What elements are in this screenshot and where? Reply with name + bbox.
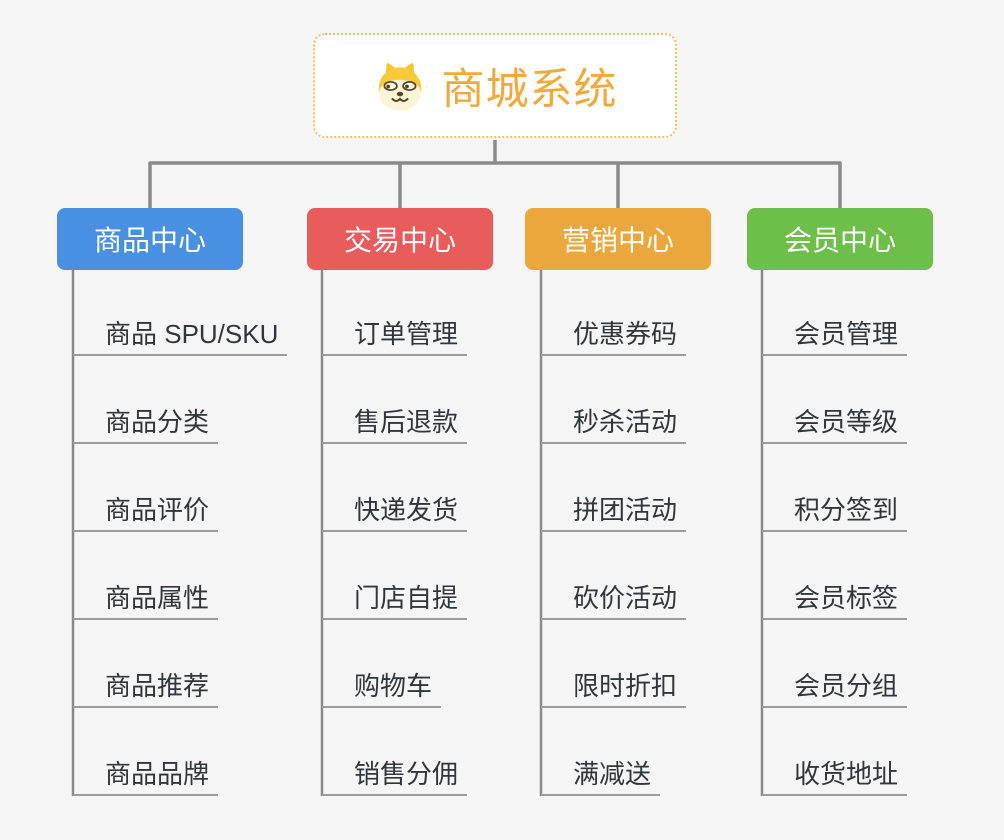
leaf-node[interactable]: 限时折扣 xyxy=(541,662,687,708)
branch-member-center[interactable]: 会员中心 xyxy=(747,208,933,270)
leaf-node[interactable]: 满减送 xyxy=(541,750,661,796)
leaf-node[interactable]: 会员分组 xyxy=(762,662,908,708)
leaf-node[interactable]: 收货地址 xyxy=(762,750,908,796)
leaf-node[interactable]: 商品品牌 xyxy=(73,750,219,796)
leaf-node[interactable]: 商品属性 xyxy=(73,574,219,620)
leaf-node[interactable]: 销售分佣 xyxy=(322,750,468,796)
leaf-node[interactable]: 会员等级 xyxy=(762,398,908,444)
leaf-node[interactable]: 快递发货 xyxy=(322,486,468,532)
branch-marketing-center[interactable]: 营销中心 xyxy=(525,208,711,270)
leaf-node[interactable]: 优惠券码 xyxy=(541,310,687,356)
leaf-node[interactable]: 会员标签 xyxy=(762,574,908,620)
leaf-node[interactable]: 秒杀活动 xyxy=(541,398,687,444)
branch-product-center[interactable]: 商品中心 xyxy=(57,208,243,270)
shiba-dog-icon xyxy=(378,62,421,111)
leaf-node[interactable]: 售后退款 xyxy=(322,398,468,444)
leaf-node[interactable]: 商品分类 xyxy=(73,398,219,444)
leaf-node[interactable]: 订单管理 xyxy=(322,310,468,356)
leaf-node[interactable]: 门店自提 xyxy=(322,574,468,620)
leaf-node[interactable]: 会员管理 xyxy=(762,310,908,356)
leaf-node[interactable]: 商品推荐 xyxy=(73,662,219,708)
leaf-node[interactable]: 拼团活动 xyxy=(541,486,687,532)
branch-trade-center[interactable]: 交易中心 xyxy=(307,208,493,270)
leaf-node[interactable]: 购物车 xyxy=(322,662,442,708)
leaf-node[interactable]: 砍价活动 xyxy=(541,574,687,620)
root-node[interactable]: 商城系统 xyxy=(313,33,677,138)
root-title: 商城系统 xyxy=(441,65,618,114)
leaf-node[interactable]: 商品 SPU/SKU xyxy=(73,310,288,356)
leaf-node[interactable]: 商品评价 xyxy=(73,486,219,532)
leaf-node[interactable]: 积分签到 xyxy=(762,486,908,532)
